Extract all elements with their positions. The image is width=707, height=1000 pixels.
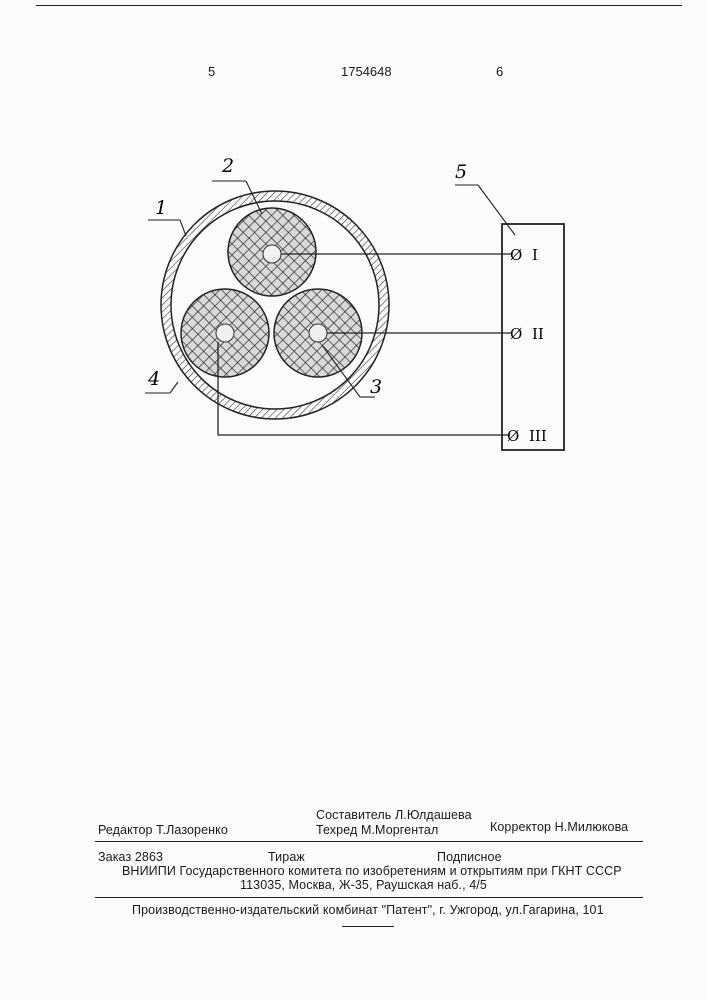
tech-editor-line: Техред М.Моргентал [316,823,438,837]
label-outer-shell: 1 [155,197,167,219]
bottom-short-rule [342,926,394,927]
terminal-1-label: I [532,246,538,264]
terminal-2-symbol: Ø [510,325,522,343]
imprint-rule-1 [95,841,643,842]
publisher-line: Производственно-издательский комбинат "П… [132,903,604,917]
order-number: Заказ 2863 [98,850,163,864]
terminal-2-label: II [532,325,544,343]
terminal-3-symbol: Ø [507,427,519,445]
editor-line: Редактор Т.Лазоренко [98,823,228,837]
terminal-1-symbol: Ø [510,246,522,264]
corrector-line: Корректор Н.Милюкова [490,820,628,834]
subscription-label: Подписное [437,850,502,864]
address-line: 113035, Москва, Ж-35, Раушская наб., 4/5 [240,878,487,892]
compiler-line: Составитель Л.Юлдашева [316,808,472,822]
organization-line: ВНИИПИ Государственного комитета по изоб… [122,864,622,878]
label-conductor-left: 4 [147,368,160,390]
label-terminal-block: 5 [455,161,467,183]
label-conductor-top: 2 [221,155,234,177]
label-conductor-right: 3 [370,376,382,398]
terminal-3-label: III [529,427,547,445]
circulation-label: Тираж [268,850,305,864]
imprint-rule-2 [95,897,643,898]
conductor-top [228,208,316,296]
conductor-left [181,289,269,377]
